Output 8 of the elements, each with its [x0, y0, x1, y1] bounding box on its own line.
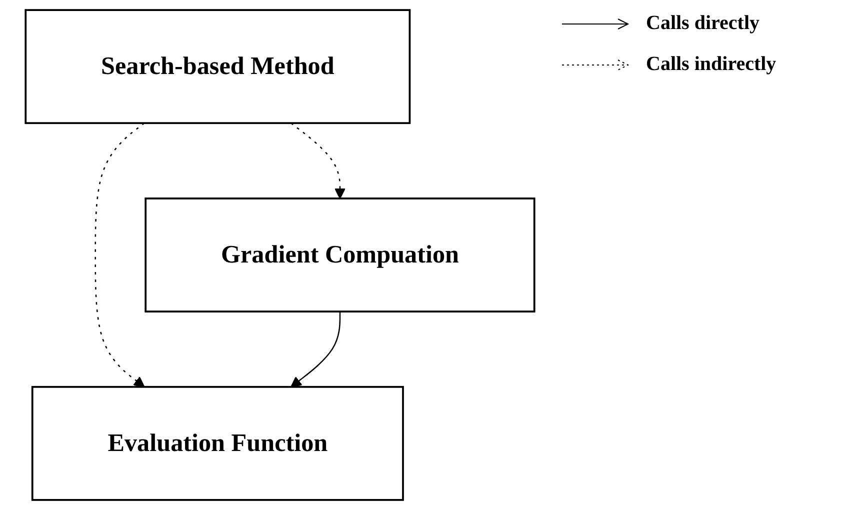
legend-text: Calls indirectly: [646, 53, 776, 76]
legend-text: Calls directly: [646, 12, 760, 35]
arrow: [94, 122, 145, 388]
node-box: Gradient Compuation: [144, 198, 536, 312]
node-box: Evaluation Function: [31, 386, 404, 501]
arrow: [290, 312, 341, 388]
node-box: Search-based Method: [24, 9, 411, 124]
arrow: [290, 122, 346, 199]
